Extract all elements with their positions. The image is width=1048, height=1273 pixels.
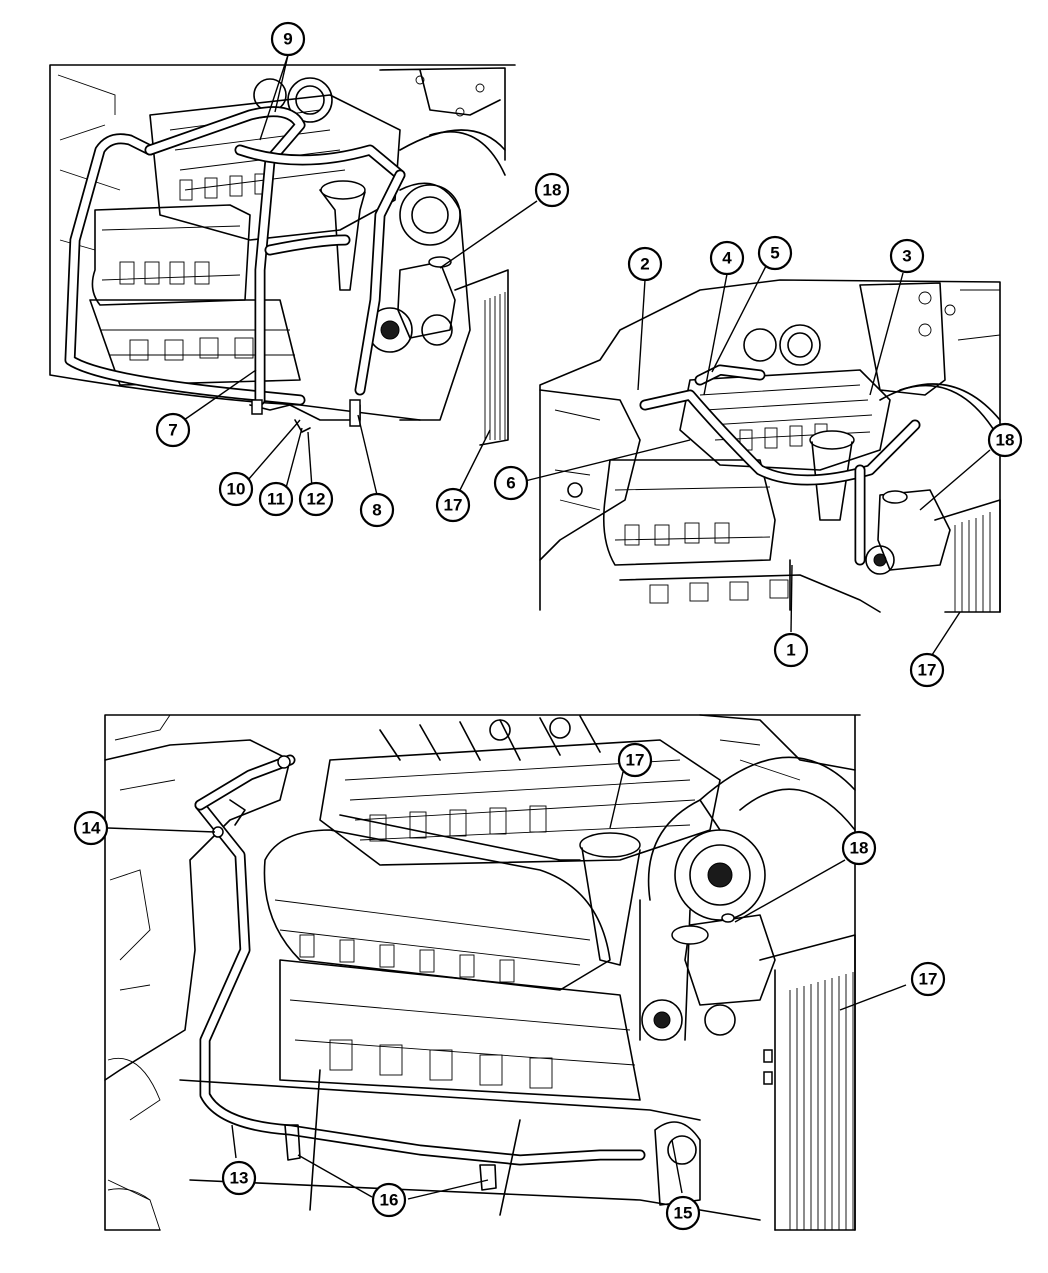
callout-17: 17 — [617, 742, 653, 778]
svg-text:18: 18 — [850, 839, 869, 858]
callout-16: 16 — [371, 1182, 407, 1218]
callouts: 9 18 7 10 11 12 8 17 2 4 5 3 18 6 1 17 1… — [73, 21, 1023, 1231]
svg-text:3: 3 — [902, 247, 911, 266]
callout-4: 4 — [709, 240, 745, 276]
svg-text:10: 10 — [227, 480, 246, 499]
callout-5: 5 — [757, 235, 793, 271]
lower-view — [104, 714, 861, 1231]
svg-text:8: 8 — [372, 501, 381, 520]
callout-18: 18 — [534, 172, 570, 208]
callout-3: 3 — [889, 238, 925, 274]
callout-6: 6 — [493, 465, 529, 501]
callout-2: 2 — [627, 246, 663, 282]
callout-18: 18 — [841, 830, 877, 866]
callout-9: 9 — [270, 21, 306, 57]
svg-text:1: 1 — [786, 641, 795, 660]
svg-text:9: 9 — [283, 30, 292, 49]
svg-text:18: 18 — [543, 181, 562, 200]
leader-lines — [107, 54, 991, 1200]
callout-10: 10 — [218, 471, 254, 507]
svg-text:17: 17 — [626, 751, 645, 770]
svg-text:13: 13 — [230, 1169, 249, 1188]
svg-text:4: 4 — [722, 249, 732, 268]
svg-text:12: 12 — [307, 490, 326, 509]
svg-text:17: 17 — [919, 970, 938, 989]
svg-text:2: 2 — [640, 255, 649, 274]
callout-12: 12 — [298, 481, 334, 517]
callout-17: 17 — [910, 961, 946, 997]
callout-7: 7 — [155, 412, 191, 448]
callout-8: 8 — [359, 492, 395, 528]
svg-text:15: 15 — [674, 1204, 693, 1223]
upper-left-view — [49, 64, 516, 446]
callout-17: 17 — [909, 652, 945, 688]
svg-text:14: 14 — [82, 819, 101, 838]
callout-17: 17 — [435, 487, 471, 523]
svg-text:18: 18 — [996, 431, 1015, 450]
svg-text:11: 11 — [267, 490, 285, 509]
svg-text:5: 5 — [770, 244, 779, 263]
svg-text:17: 17 — [444, 496, 463, 515]
svg-text:7: 7 — [168, 421, 177, 440]
svg-text:6: 6 — [506, 474, 515, 493]
callout-11: 11 — [258, 481, 294, 517]
callout-14: 14 — [73, 810, 109, 846]
callout-15: 15 — [665, 1195, 701, 1231]
callout-13: 13 — [221, 1160, 257, 1196]
callout-1: 1 — [773, 632, 809, 668]
svg-text:17: 17 — [918, 661, 937, 680]
callout-18: 18 — [987, 422, 1023, 458]
upper-right-view — [539, 279, 1001, 613]
svg-text:16: 16 — [380, 1191, 399, 1210]
